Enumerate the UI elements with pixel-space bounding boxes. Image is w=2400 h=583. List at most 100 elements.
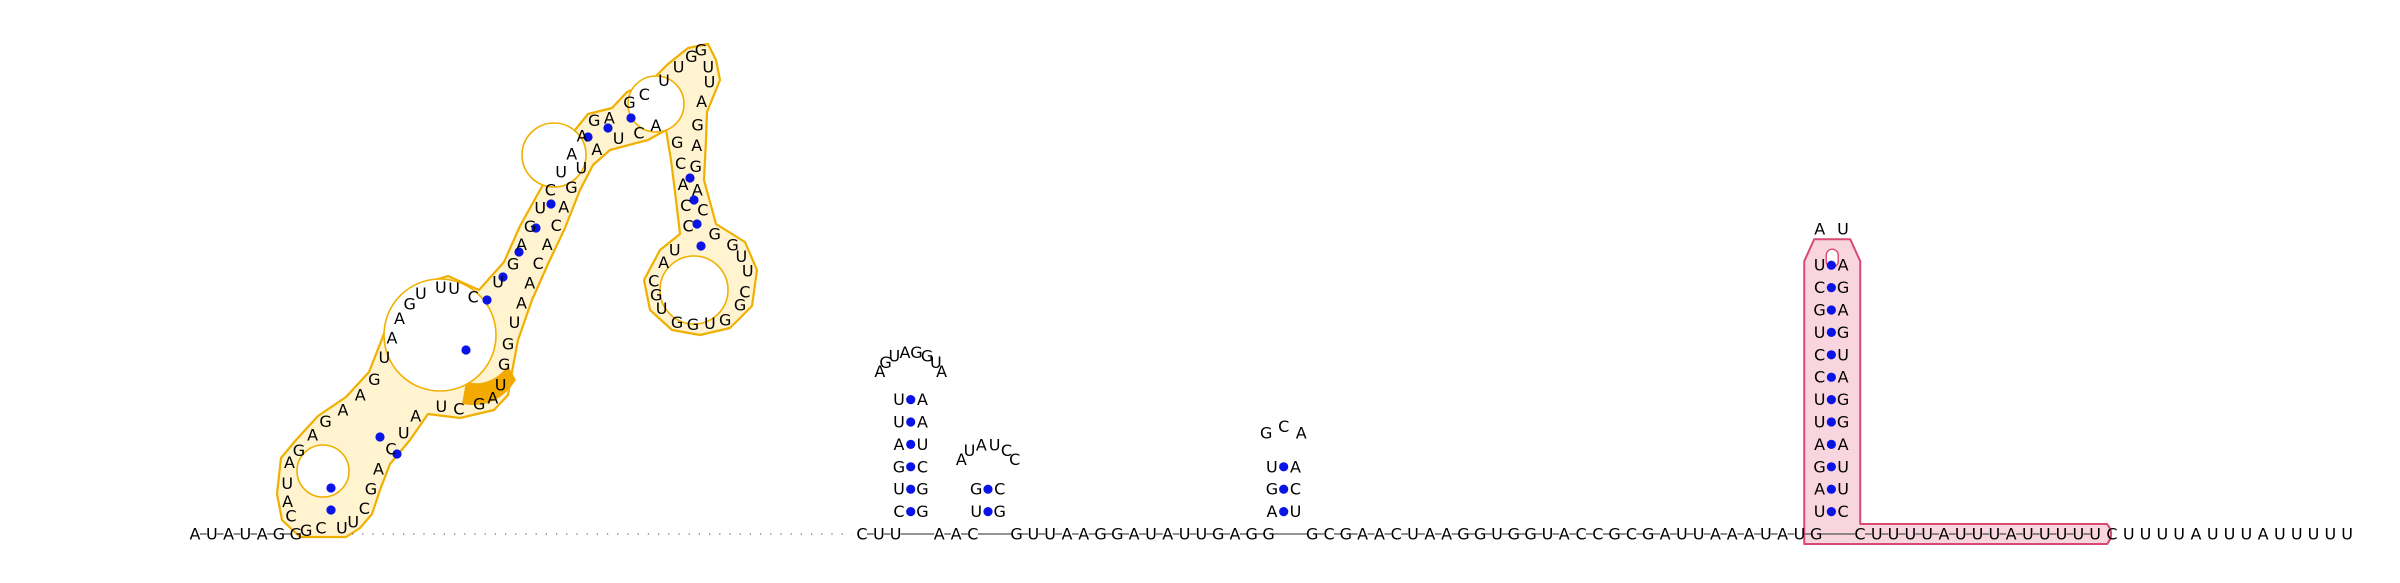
base-pair-dot xyxy=(1826,372,1836,382)
nucleotide: A xyxy=(1229,525,1240,544)
nucleotide: A xyxy=(976,436,987,455)
base-pair-dot xyxy=(1279,507,1289,517)
nucleotide: C xyxy=(1323,525,1334,544)
nucleotide: G xyxy=(650,286,662,305)
nucleotide: A xyxy=(1660,525,1671,544)
nucleotide: A xyxy=(558,197,569,216)
nucleotide: U xyxy=(736,247,748,266)
nucleotide: G xyxy=(1094,525,1106,544)
nucleotide: U xyxy=(398,424,410,443)
nucleotide: U xyxy=(702,57,714,76)
nucleotide: A xyxy=(386,328,397,347)
base-pair-dot xyxy=(326,505,336,515)
nucleotide: A xyxy=(934,525,945,544)
nucleotide: U xyxy=(1814,256,1826,275)
nucleotide: G xyxy=(689,157,701,176)
nucleotide: U xyxy=(1921,525,1933,544)
base-pair-dot xyxy=(482,295,492,305)
nucleotide: G xyxy=(623,93,635,112)
nucleotide: G xyxy=(507,254,519,273)
nucleotide: U xyxy=(1542,525,1554,544)
nucleotide: C xyxy=(468,288,479,307)
nucleotide: G xyxy=(1608,525,1620,544)
nucleotide: U xyxy=(704,72,716,91)
nucleotide: A xyxy=(1266,502,1277,521)
nucleotide: C xyxy=(1009,450,1020,469)
nucleotide: G xyxy=(1813,457,1825,476)
nucleotide: A xyxy=(373,459,384,478)
base-pair-dot xyxy=(1826,350,1836,360)
nucleotide: A xyxy=(307,426,318,445)
nucleotide: C xyxy=(675,154,686,173)
base-pair-dot xyxy=(392,449,402,459)
nucleotide: C xyxy=(285,507,296,526)
nucleotide: G xyxy=(970,480,982,499)
nucleotide: A xyxy=(1290,457,1301,476)
nucleotide: U xyxy=(964,441,976,460)
nucleotide: C xyxy=(453,400,464,419)
base-pair-dot xyxy=(326,483,336,493)
nucleotide: A xyxy=(542,235,553,254)
nucleotide: G xyxy=(1340,525,1352,544)
nucleotide: U xyxy=(1179,525,1191,544)
nucleotide: G xyxy=(916,480,928,499)
nucleotide: G xyxy=(1810,525,1822,544)
nucleotide: U xyxy=(1044,525,1056,544)
nucleotide: U xyxy=(2022,525,2034,544)
nucleotide: U xyxy=(1814,502,1826,521)
base-pair-dot xyxy=(906,395,916,405)
nucleotide: C xyxy=(633,124,644,143)
nucleotide: G xyxy=(1642,525,1654,544)
nucleotide: G xyxy=(691,115,703,134)
nucleotide: C xyxy=(967,525,978,544)
nucleotide: C xyxy=(551,216,562,235)
nucleotide: A xyxy=(1814,480,1825,499)
nucleotide: U xyxy=(873,525,885,544)
nucleotide: C xyxy=(359,499,370,518)
nucleotide: U xyxy=(658,71,670,90)
nucleotide: G xyxy=(1508,525,1520,544)
nucleotide: C xyxy=(1592,525,1603,544)
nucleotide: G xyxy=(916,502,928,521)
nucleotide: U xyxy=(1028,525,1040,544)
nucleotide: G xyxy=(524,217,536,236)
nucleotide: A xyxy=(1061,525,1072,544)
nucleotide: G xyxy=(290,525,302,544)
nucleotide: G xyxy=(695,40,707,59)
nucleotide: A xyxy=(257,525,268,544)
nucleotide: A xyxy=(1814,435,1825,454)
region-1-highlight xyxy=(462,366,516,405)
nucleotide: U xyxy=(435,278,447,297)
nucleotide: G xyxy=(1246,525,1258,544)
nucleotide: C xyxy=(2106,525,2117,544)
base-pair-dot xyxy=(685,173,695,183)
base-pair-dot xyxy=(1826,417,1836,427)
nucleotide: A xyxy=(893,435,904,454)
nucleotide: A xyxy=(956,450,967,469)
nucleotide: U xyxy=(2224,525,2236,544)
base-pair-dot xyxy=(906,484,916,494)
nucleotide: C xyxy=(1001,441,1012,460)
nucleotide: G xyxy=(921,347,933,366)
nucleotide: U xyxy=(1407,525,1419,544)
nucleotide: G xyxy=(1837,278,1849,297)
nucleotide: C xyxy=(697,201,708,220)
base-pair-dot xyxy=(375,432,385,442)
base-pair-dot xyxy=(1826,260,1836,270)
region-1-loop xyxy=(383,278,497,392)
nucleotide: A xyxy=(410,406,421,425)
nucleotide: A xyxy=(1838,256,1849,275)
nucleotide: A xyxy=(577,126,588,145)
nucleotide: A xyxy=(604,108,615,127)
base-pair-dot xyxy=(983,484,993,494)
nucleotide: G xyxy=(671,133,683,152)
nucleotide: U xyxy=(1837,457,1849,476)
base-pair-dot xyxy=(461,345,471,355)
nucleotide: A xyxy=(284,453,295,472)
nucleotide: U xyxy=(378,348,390,367)
nucleotide: G xyxy=(1111,525,1123,544)
nucleotide: A xyxy=(900,343,911,362)
nucleotide: G xyxy=(1306,525,1318,544)
